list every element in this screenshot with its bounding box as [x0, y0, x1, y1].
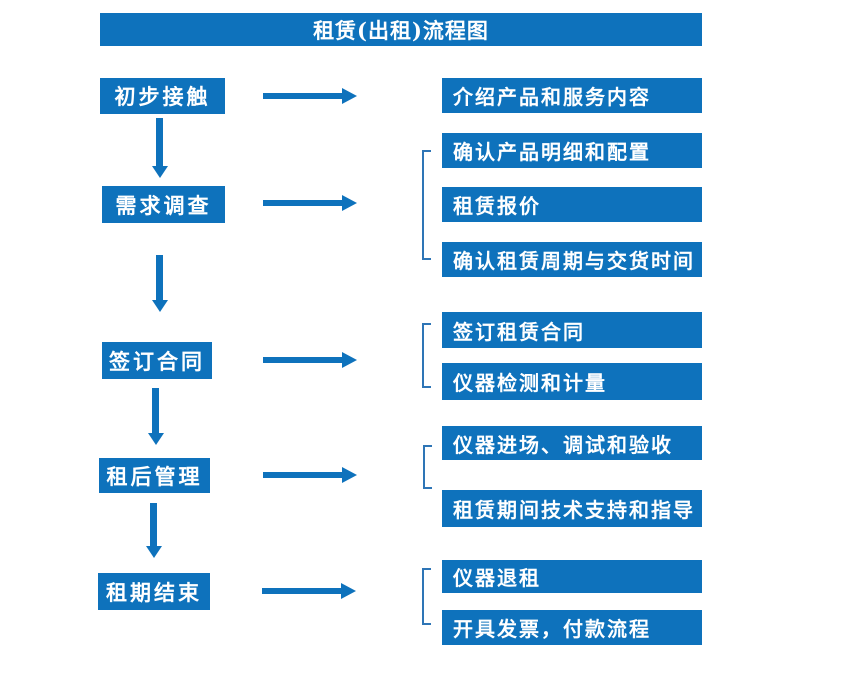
detail-confirm-product-details-config: 确认产品明细和配置	[442, 133, 702, 168]
bracket-group-sign-contract	[422, 323, 431, 388]
bracket-group-lease-end	[422, 568, 431, 625]
step-lease-end: 租期结束	[98, 573, 210, 610]
arrow-right-2	[263, 200, 342, 206]
step-demand-survey: 需求调查	[102, 186, 225, 223]
detail-sign-rental-contract: 签订租赁合同	[442, 312, 702, 348]
detail-rental-quotation: 租赁报价	[442, 187, 702, 222]
detail-rental-tech-support-guidance: 租赁期间技术支持和指导	[442, 490, 702, 527]
arrow-right-4	[263, 472, 342, 478]
detail-confirm-rental-period-delivery: 确认租赁周期与交货时间	[442, 242, 702, 277]
detail-instrument-testing-calibration: 仪器检测和计量	[442, 363, 702, 400]
arrow-right-1	[263, 93, 342, 99]
bracket-group-demand-survey	[422, 150, 431, 260]
bracket-group-post-rental	[423, 445, 432, 489]
flowchart-title: 租赁(出租)流程图	[100, 13, 702, 46]
step-sign-contract: 签订合同	[102, 342, 212, 379]
detail-instrument-arrival-debug-acceptance: 仪器进场、调试和验收	[442, 426, 702, 460]
step-post-rental-management: 租后管理	[99, 458, 210, 493]
detail-invoice-payment-process: 开具发票，付款流程	[442, 610, 702, 645]
step-initial-contact: 初步接触	[100, 78, 225, 114]
arrow-down-1	[156, 118, 163, 166]
arrow-down-4	[150, 503, 157, 546]
arrow-right-5	[262, 588, 341, 594]
detail-instrument-return: 仪器退租	[442, 560, 702, 593]
arrow-down-2	[156, 255, 163, 300]
arrow-right-3	[263, 357, 342, 363]
detail-introduce-products-services: 介绍产品和服务内容	[442, 78, 702, 113]
arrow-down-3	[152, 388, 159, 433]
